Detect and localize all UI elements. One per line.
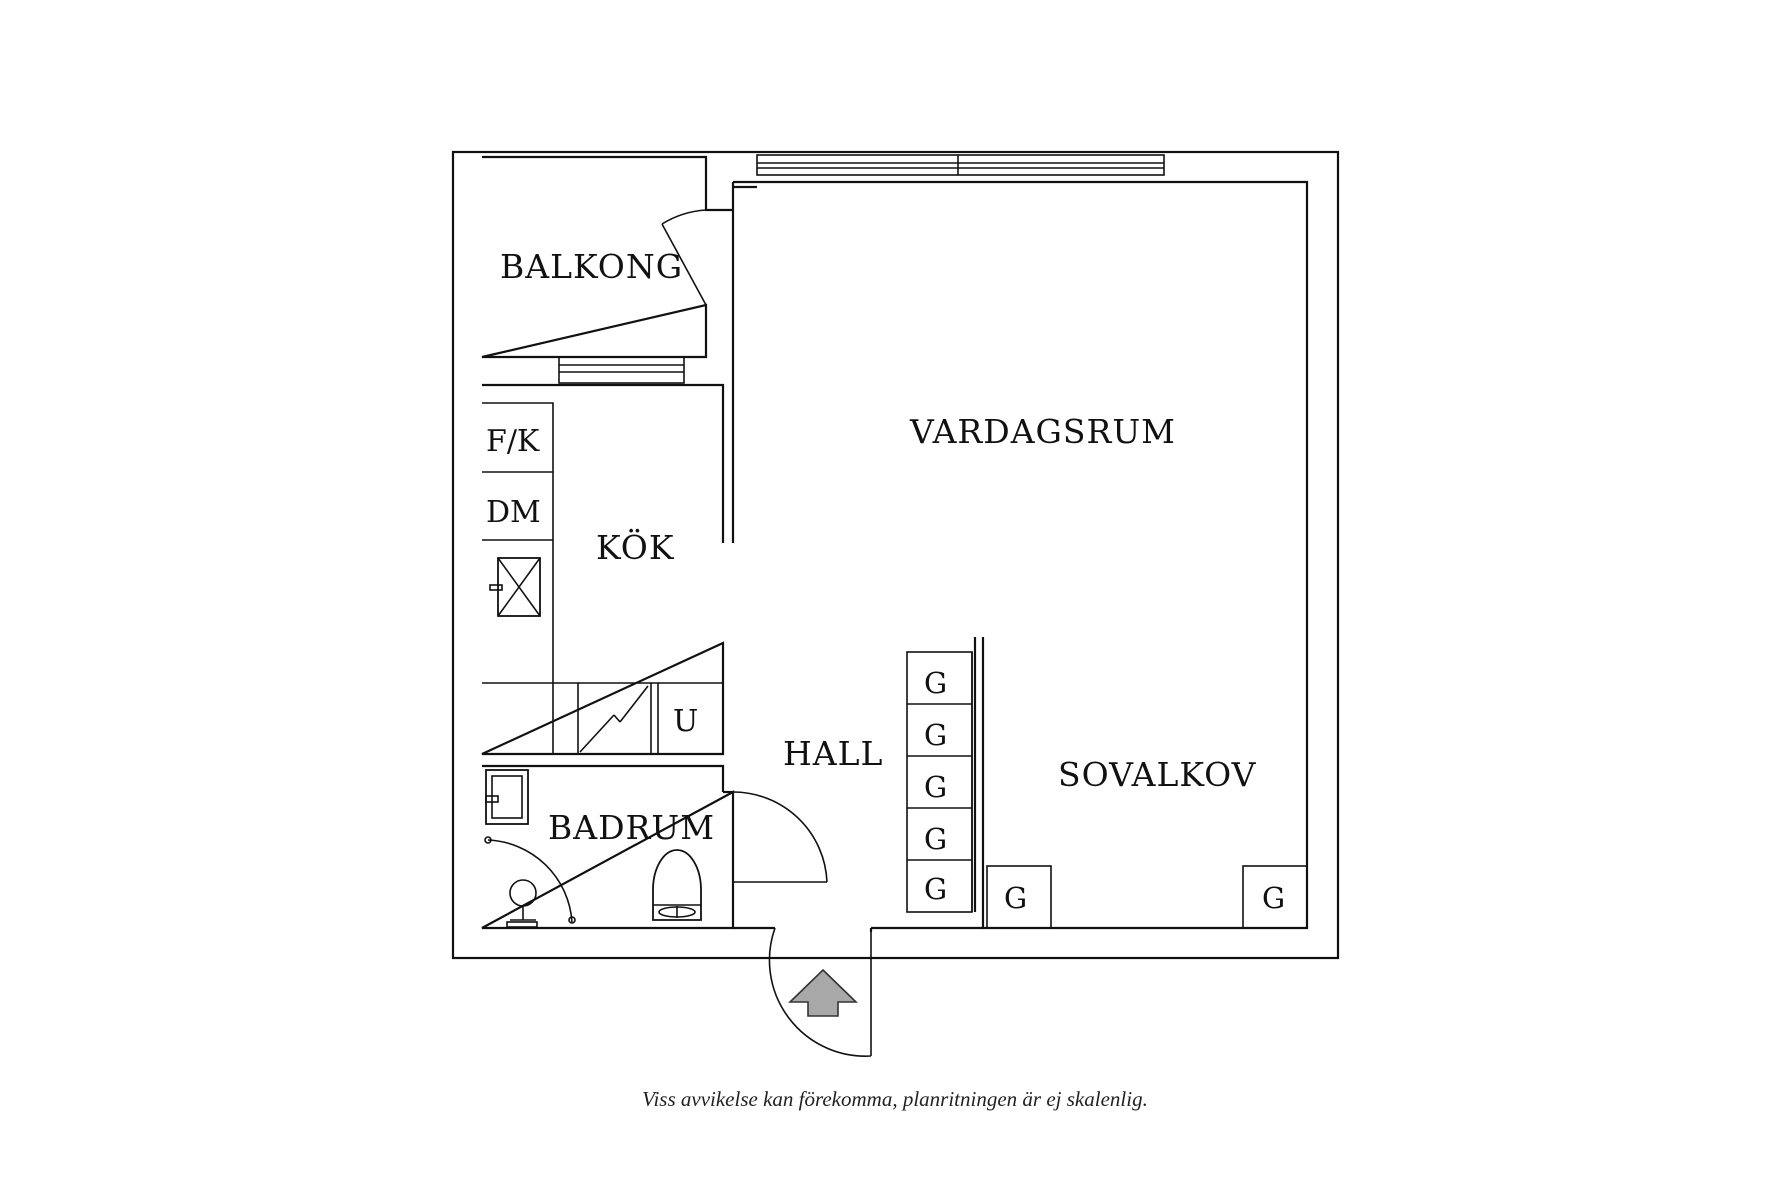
outer-boundary: [451, 150, 1340, 960]
disclaimer-text: Viss avvikelse kan förekomma, planritnin…: [642, 1087, 1148, 1111]
wardrobe-label-g: G: [924, 666, 947, 700]
room-label-badrum: BADRUM: [548, 808, 715, 847]
room-label-balkong: BALKONG: [500, 247, 683, 286]
kitchen-window: [558, 356, 685, 384]
wardrobe-label-g: G: [924, 770, 947, 804]
bathroom: [481, 764, 828, 930]
wardrobe-label-g: G: [924, 718, 947, 752]
wardrobe-label-g: G: [1262, 881, 1285, 915]
wardrobe-label-g: G: [1004, 881, 1027, 915]
wardrobe-left: [986, 865, 1052, 929]
wardrobe-column: [906, 637, 977, 913]
room-label-hall: HALL: [783, 734, 883, 773]
room-label-vardagsrum: VARDAGSRUM: [909, 412, 1176, 451]
toilet-icon: [652, 849, 702, 921]
stove-icon: [579, 685, 649, 753]
cabinet-label-fk: F/K: [486, 424, 540, 459]
room-label-kok: KÖK: [596, 527, 675, 567]
cabinet-label-dm: DM: [486, 495, 541, 530]
wardrobe-label-g: G: [924, 822, 947, 856]
sink-icon: [489, 557, 541, 617]
top-window: [756, 154, 1165, 176]
room-label-sovalkov: SOVALKOV: [1058, 755, 1257, 794]
wardrobe-label-g: G: [924, 872, 947, 906]
cabinet-label-u: U: [673, 704, 698, 739]
living-room-walls: [731, 180, 1309, 930]
shower-icon: [484, 836, 576, 928]
entrance-arrow-icon: [788, 968, 858, 1017]
hall: [733, 926, 983, 1057]
wardrobe-right: [1242, 865, 1308, 929]
bathroom-sink-icon: [485, 769, 529, 825]
